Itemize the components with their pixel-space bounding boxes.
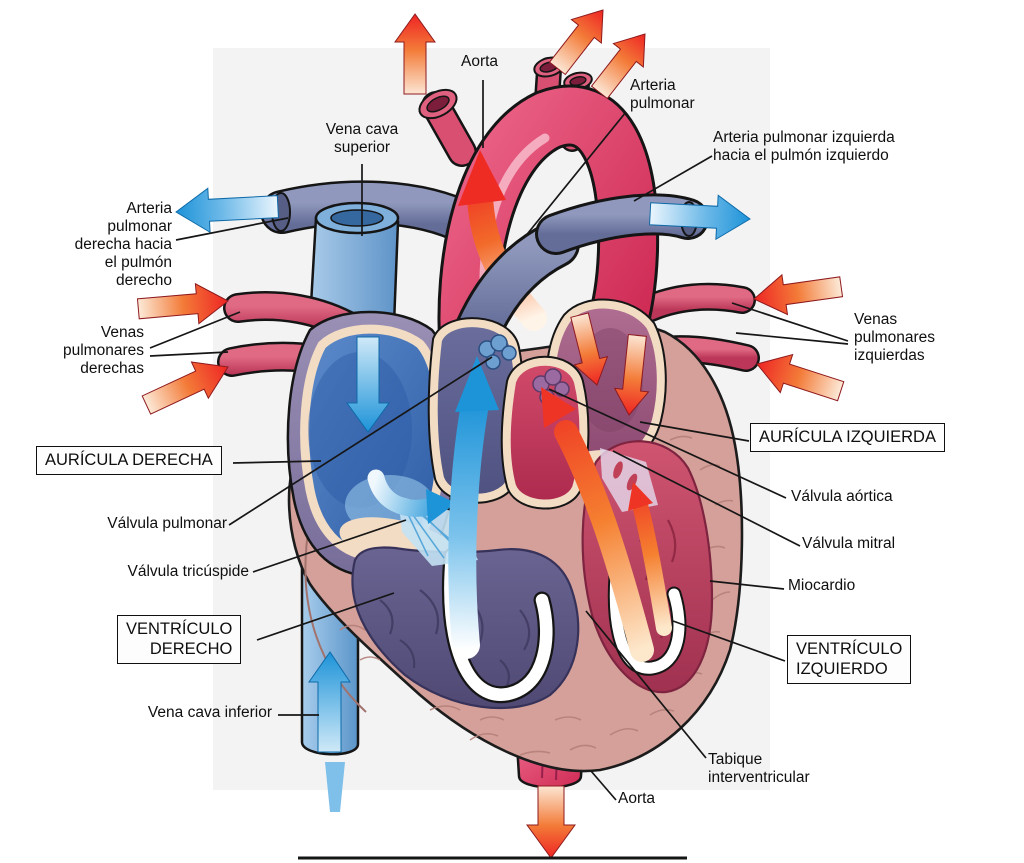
label-box-auricula-derecha: AURÍCULA DERECHA [36, 446, 222, 476]
label-venas-pulmonares-izquierdas: Venas pulmonares izquierdas [854, 311, 935, 364]
label-box-ventriculo-izquierdo: VENTRÍCULO IZQUIERDO [787, 635, 912, 685]
label-vena-cava-superior: Vena cava superior [325, 121, 399, 156]
aortic-valve-root [500, 355, 590, 510]
label-box-auricula-izquierda: AURÍCULA IZQUIERDA [750, 423, 945, 453]
label-valvula-tricuspide: Válvula tricúspide [127, 563, 249, 580]
label-arteria-pulmonar-derecha: Arteria pulmonar derecha hacia el pulmón… [74, 200, 172, 289]
label-valvula-pulmonar: Válvula pulmonar [107, 515, 227, 532]
leader-lines [149, 80, 849, 801]
label-valvula-mitral: Válvula mitral [802, 535, 896, 552]
flow-arrows [136, 9, 845, 859]
label-tabique-interventricular: Tabique interventricular [708, 751, 810, 786]
label-aorta-bottom: Aorta [618, 790, 656, 807]
label-arteria-pulmonar-izquierda: Arteria pulmonar izquierda hacia el pulm… [713, 129, 895, 164]
label-valvula-aortica: Válvula aórtica [791, 488, 893, 505]
aorta-arch [418, 56, 660, 386]
label-venas-pulmonares-derechas: Venas pulmonares derechas [63, 324, 144, 377]
label-miocardio: Miocardio [788, 577, 856, 594]
label-vena-cava-inferior: Vena cava inferior [147, 704, 272, 721]
label-box-ventriculo-derecho: VENTRÍCULO DERECHO [117, 615, 242, 665]
label-aorta-top: Aorta [461, 53, 499, 70]
label-arteria-pulmonar: Arteria pulmonar [630, 77, 695, 112]
